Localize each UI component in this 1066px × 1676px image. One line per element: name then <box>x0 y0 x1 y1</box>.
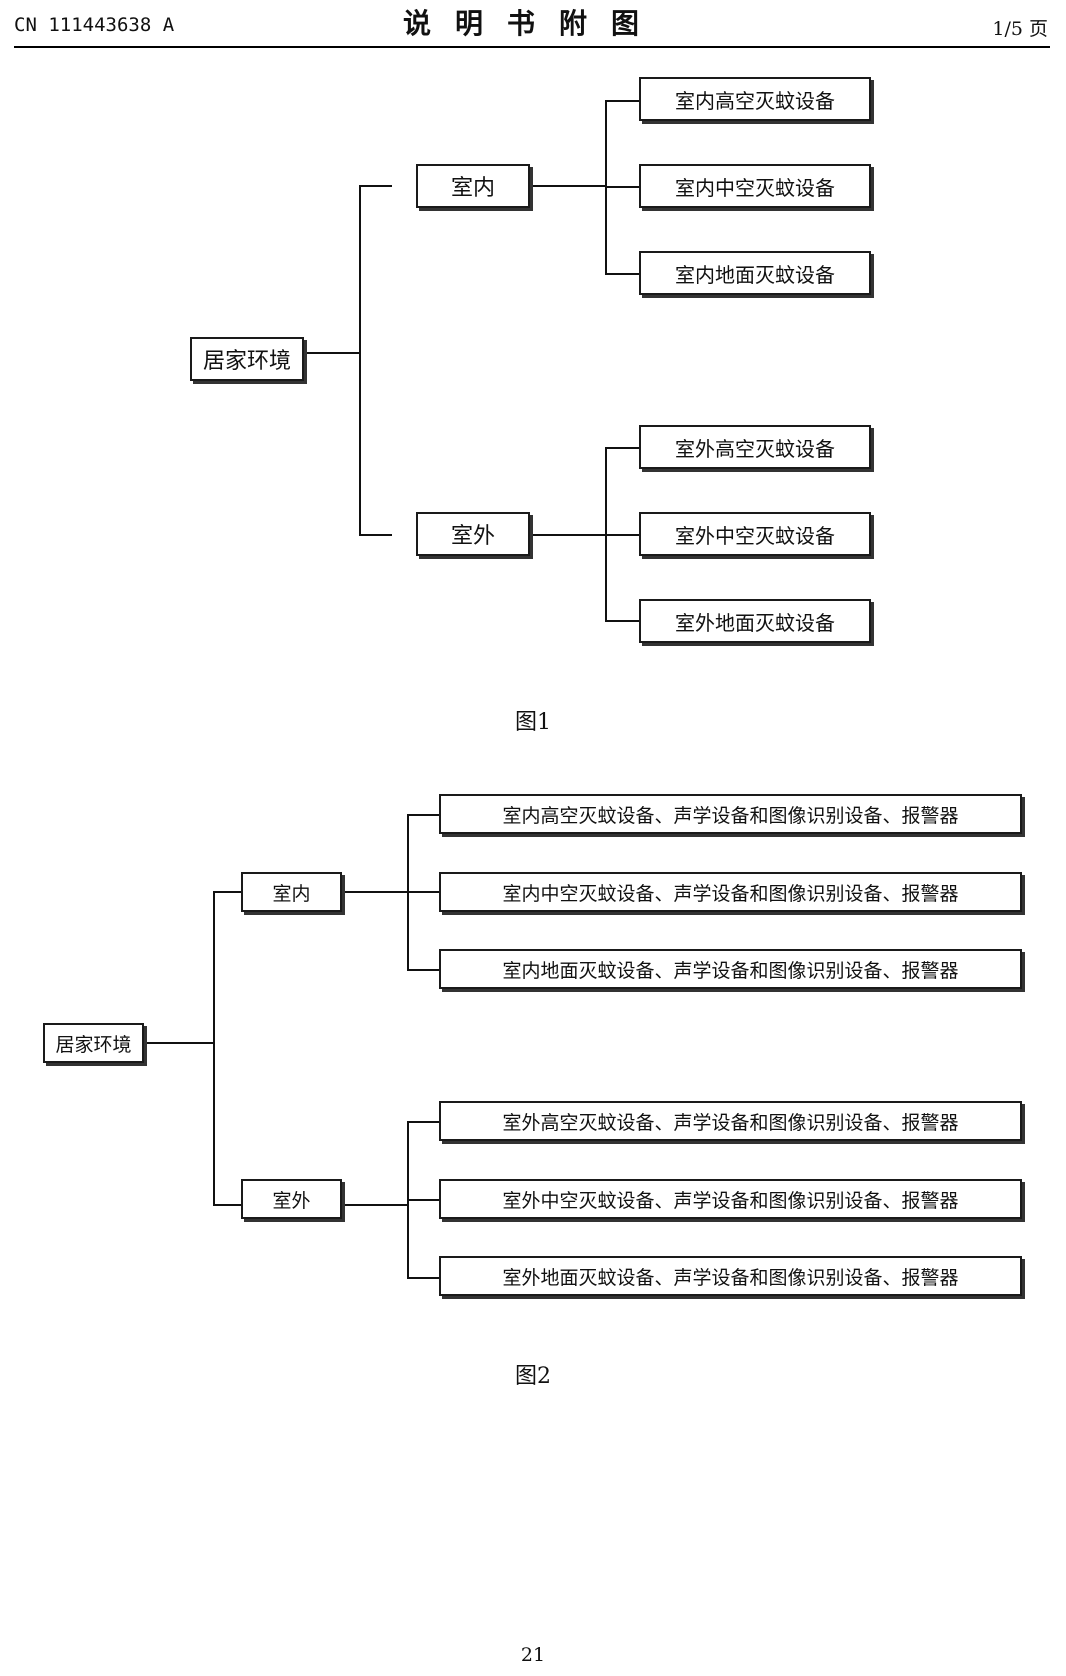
connector <box>407 814 439 816</box>
connector <box>407 1199 439 1201</box>
document-number: CN 111443638 A <box>14 14 175 36</box>
connector <box>213 891 215 1205</box>
connector <box>530 185 606 187</box>
indoor-node: 室内 <box>241 872 342 912</box>
connector <box>213 891 243 893</box>
header-rule <box>14 46 1050 48</box>
root-node: 居家环境 <box>190 337 304 381</box>
connector <box>605 620 639 622</box>
connector <box>605 100 639 102</box>
connector <box>530 534 606 536</box>
indoor-item-node: 室内中空灭蚊设备 <box>639 164 871 208</box>
outdoor-node: 室外 <box>241 1179 342 1219</box>
connector <box>407 891 439 893</box>
connector <box>605 273 639 275</box>
page-indicator: 1/5 页 <box>992 18 1048 40</box>
page-title: 说明书附图 <box>402 7 663 40</box>
connector <box>605 186 639 188</box>
connector <box>407 1121 439 1123</box>
connector <box>605 534 639 536</box>
connector <box>340 1204 408 1206</box>
page-number: 21 <box>520 1644 546 1666</box>
outdoor-item-node: 室外高空灭蚊设备、声学设备和图像识别设备、报警器 <box>439 1101 1022 1141</box>
outdoor-item-node: 室外中空灭蚊设备、声学设备和图像识别设备、报警器 <box>439 1179 1022 1219</box>
connector <box>359 534 392 536</box>
indoor-node: 室内 <box>416 164 530 208</box>
connector <box>605 447 639 449</box>
connector <box>359 185 392 187</box>
connector <box>138 1042 214 1044</box>
indoor-item-node: 室内地面灭蚊设备 <box>639 251 871 295</box>
connector <box>407 1277 439 1279</box>
connector <box>288 352 360 354</box>
outdoor-item-node: 室外中空灭蚊设备 <box>639 512 871 556</box>
indoor-item-node: 室内地面灭蚊设备、声学设备和图像识别设备、报警器 <box>439 949 1022 989</box>
outdoor-item-node: 室外高空灭蚊设备 <box>639 425 871 469</box>
connector <box>359 185 361 535</box>
figure-2-caption: 图2 <box>515 1364 551 1389</box>
figure-1-caption: 图1 <box>515 710 551 735</box>
indoor-item-node: 室内高空灭蚊设备、声学设备和图像识别设备、报警器 <box>439 794 1022 834</box>
indoor-item-node: 室内中空灭蚊设备、声学设备和图像识别设备、报警器 <box>439 872 1022 912</box>
connector <box>340 891 408 893</box>
outdoor-item-node: 室外地面灭蚊设备 <box>639 599 871 643</box>
root-node: 居家环境 <box>43 1023 144 1063</box>
indoor-item-node: 室内高空灭蚊设备 <box>639 77 871 121</box>
outdoor-item-node: 室外地面灭蚊设备、声学设备和图像识别设备、报警器 <box>439 1256 1022 1296</box>
connector <box>407 969 439 971</box>
outdoor-node: 室外 <box>416 512 530 556</box>
connector <box>213 1204 243 1206</box>
